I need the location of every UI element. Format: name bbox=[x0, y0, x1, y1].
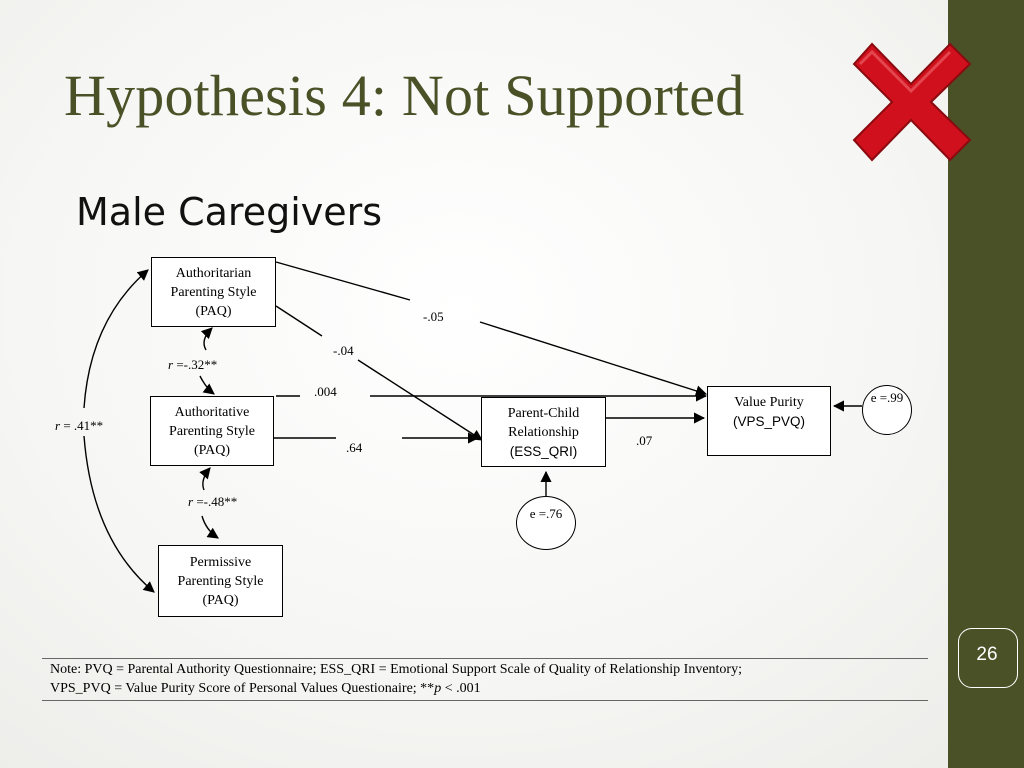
coef-authoritative-value: .004 bbox=[314, 384, 337, 399]
node-permissive-line2: Parenting Style bbox=[177, 573, 264, 589]
node-authoritative-line1: Authoritative bbox=[174, 404, 250, 420]
page-number: 26 bbox=[976, 644, 998, 665]
node-authoritarian-line1: Authoritarian bbox=[175, 265, 252, 281]
corr-arrow-48-top bbox=[199, 467, 211, 491]
node-permissive-line3: (PAQ) bbox=[202, 592, 239, 608]
node-permissive: Permissive Parenting Style (PAQ) bbox=[158, 545, 283, 617]
note-line-1: Note: PVQ = Parental Authority Questionn… bbox=[50, 662, 742, 677]
node-value-purity-line2: (VPS_PVQ) bbox=[732, 414, 806, 429]
corr-label-32: r =-.32** bbox=[168, 357, 217, 373]
node-parent-child: Parent-Child Relationship (ESS_QRI) bbox=[481, 397, 606, 467]
corr-arrow-41-top bbox=[83, 269, 149, 409]
corr-arrow-48-bottom bbox=[201, 515, 219, 539]
corr-arrow-41-bottom bbox=[83, 435, 155, 593]
node-parent-child-line2: Relationship bbox=[508, 424, 579, 440]
corr-label-41-r: r bbox=[55, 418, 61, 433]
corr-arrow-32-bottom bbox=[199, 375, 215, 395]
corr-label-48-r: r bbox=[188, 494, 194, 509]
corr-label-41-value: = .41** bbox=[60, 418, 104, 433]
corr-label-32-value: =-.32** bbox=[173, 357, 218, 372]
corr-arrow-32-top bbox=[200, 327, 213, 351]
path-authoritarian-pc-a bbox=[275, 305, 323, 337]
coef-authoritarian-value: -.05 bbox=[423, 309, 444, 324]
node-permissive-line1: Permissive bbox=[189, 554, 252, 570]
node-value-purity-line1: Value Purity bbox=[734, 395, 804, 410]
path-authoritarian-value-b bbox=[479, 321, 708, 397]
note-line-2-suffix: < .001 bbox=[441, 681, 481, 696]
slide-title: Hypothesis 4: Not Supported bbox=[64, 63, 745, 128]
red-x-mark-icon bbox=[852, 42, 972, 162]
node-authoritative-line3: (PAQ) bbox=[193, 442, 231, 458]
path-authoritarian-value-a bbox=[275, 261, 411, 301]
error-value-purity: e =.99 bbox=[862, 385, 912, 435]
node-value-purity: Value Purity (VPS_PVQ) bbox=[707, 386, 831, 456]
node-authoritative-line2: Parenting Style bbox=[169, 423, 255, 439]
error-parent-child: e =.76 bbox=[516, 496, 576, 550]
slide-subtitle: Male Caregivers bbox=[76, 190, 383, 234]
corr-label-32-r: r bbox=[168, 357, 174, 372]
note-line-2-p: p bbox=[434, 681, 442, 696]
note-line-2-prefix: VPS_PVQ = Value Purity Score of Personal… bbox=[50, 681, 435, 696]
node-authoritarian-line3: (PAQ) bbox=[195, 303, 232, 319]
note-line-2: VPS_PVQ = Value Purity Score of Personal… bbox=[50, 679, 920, 698]
coef-authoritative-pc: .64 bbox=[346, 440, 363, 455]
node-authoritarian-line2: Parenting Style bbox=[170, 284, 257, 300]
corr-label-48-value: =-.48** bbox=[193, 494, 238, 509]
node-parent-child-line1: Parent-Child bbox=[507, 405, 580, 421]
page-number-badge bbox=[958, 628, 1018, 688]
coef-authoritarian-pc: -.04 bbox=[333, 343, 354, 358]
table-note: Note: PVQ = Parental Authority Questionn… bbox=[42, 658, 928, 701]
node-authoritative: Authoritative Parenting Style (PAQ) bbox=[150, 396, 274, 466]
corr-label-48: r =-.48** bbox=[188, 494, 237, 510]
coef-pc-value: .07 bbox=[636, 433, 653, 448]
corr-label-41: r = .41** bbox=[55, 418, 103, 434]
path-authoritarian-pc-b bbox=[357, 359, 483, 441]
node-parent-child-line3: (ESS_QRI) bbox=[509, 443, 578, 459]
node-authoritarian: Authoritarian Parenting Style (PAQ) bbox=[151, 257, 276, 327]
